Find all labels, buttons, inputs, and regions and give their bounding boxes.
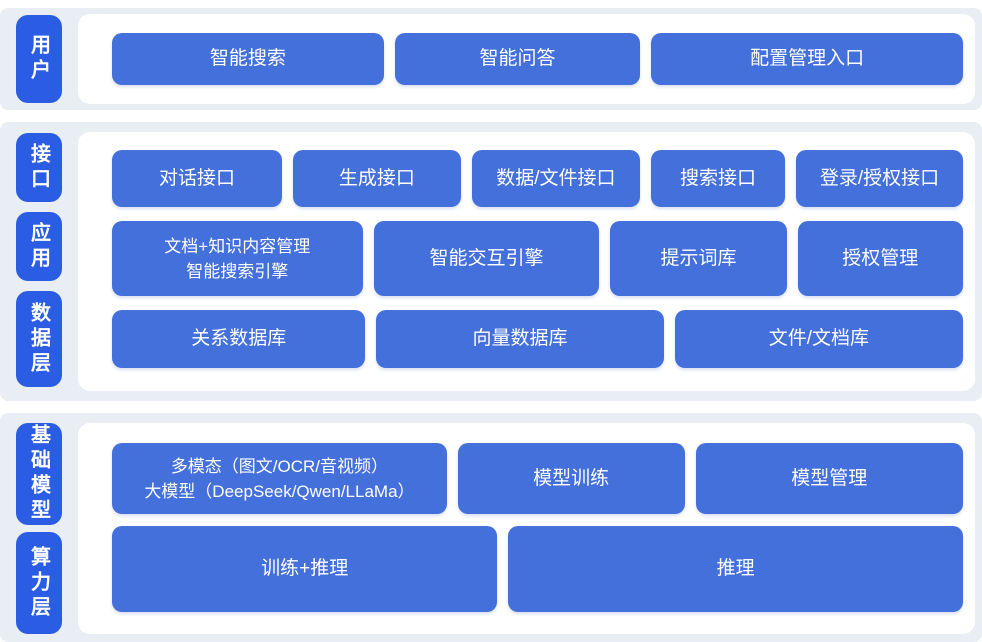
layer-label-foundation-model: 基础模型: [16, 423, 62, 526]
box-inference: 推理: [508, 526, 963, 612]
box-vector-database: 向量数据库: [376, 310, 664, 368]
section-middle-layers: 接口 应用 数据层 对话接口 生成接口 数据/文件接口 搜索接口 登录/授权接口…: [0, 122, 982, 401]
box-multimodal-llm: 多模态（图文/OCR/音视频） 大模型（DeepSeek/Qwen/LLaMa）: [112, 443, 447, 514]
user-layer-label-column: 用户: [16, 14, 62, 104]
box-generation-api: 生成接口: [292, 150, 461, 207]
box-training-inference: 训练+推理: [112, 526, 498, 612]
box-line1: 多模态（图文/OCR/音视频）: [170, 456, 389, 476]
user-row: 智能搜索 智能问答 配置管理入口: [112, 33, 963, 85]
box-dialog-api: 对话接口: [112, 150, 282, 207]
data-row: 关系数据库 向量数据库 文件/文档库: [112, 310, 963, 368]
box-data-file-api: 数据/文件接口: [471, 150, 640, 207]
box-config-management-entry: 配置管理入口: [651, 33, 963, 85]
box-smart-qa: 智能问答: [394, 33, 641, 85]
section-user-layer: 用户 智能搜索 智能问答 配置管理入口: [0, 8, 982, 110]
box-model-management: 模型管理: [695, 443, 963, 514]
box-interactive-engine: 智能交互引擎: [373, 221, 600, 296]
box-doc-knowledge-search-engine: 文档+知识内容管理 智能搜索引擎: [112, 221, 363, 296]
layer-label-data: 数据层: [16, 291, 62, 387]
foundation-model-row: 多模态（图文/OCR/音视频） 大模型（DeepSeek/Qwen/LLaMa）…: [112, 443, 963, 514]
middle-panel: 对话接口 生成接口 数据/文件接口 搜索接口 登录/授权接口 文档+知识内容管理…: [78, 132, 975, 391]
interface-row: 对话接口 生成接口 数据/文件接口 搜索接口 登录/授权接口: [112, 150, 963, 207]
box-file-document-store: 文件/文档库: [674, 310, 963, 368]
box-login-auth-api: 登录/授权接口: [796, 150, 963, 207]
bottom-label-column: 基础模型 算力层: [16, 423, 62, 634]
box-search-api: 搜索接口: [650, 150, 786, 207]
box-line2: 大模型（DeepSeek/Qwen/LLaMa）: [144, 481, 415, 501]
layer-label-compute: 算力层: [16, 532, 62, 634]
application-row: 文档+知识内容管理 智能搜索引擎 智能交互引擎 提示词库 授权管理: [112, 221, 963, 296]
box-prompt-library: 提示词库: [610, 221, 787, 296]
user-layer-panel: 智能搜索 智能问答 配置管理入口: [78, 14, 975, 104]
layer-label-interface: 接口: [16, 133, 62, 202]
box-line1: 文档+知识内容管理: [164, 236, 311, 256]
box-smart-search: 智能搜索: [112, 33, 384, 85]
compute-row: 训练+推理 推理: [112, 526, 963, 612]
section-bottom-layers: 基础模型 算力层 多模态（图文/OCR/音视频） 大模型（DeepSeek/Qw…: [0, 413, 982, 642]
layer-label-application: 应用: [16, 212, 62, 281]
box-authorization-management: 授权管理: [797, 221, 963, 296]
box-relational-database: 关系数据库: [112, 310, 366, 368]
box-model-training: 模型训练: [457, 443, 685, 514]
box-line2: 智能搜索引擎: [186, 261, 289, 281]
middle-label-column: 接口 应用 数据层: [16, 132, 62, 391]
layer-label-user: 用户: [16, 15, 62, 103]
bottom-panel: 多模态（图文/OCR/音视频） 大模型（DeepSeek/Qwen/LLaMa）…: [78, 423, 975, 634]
